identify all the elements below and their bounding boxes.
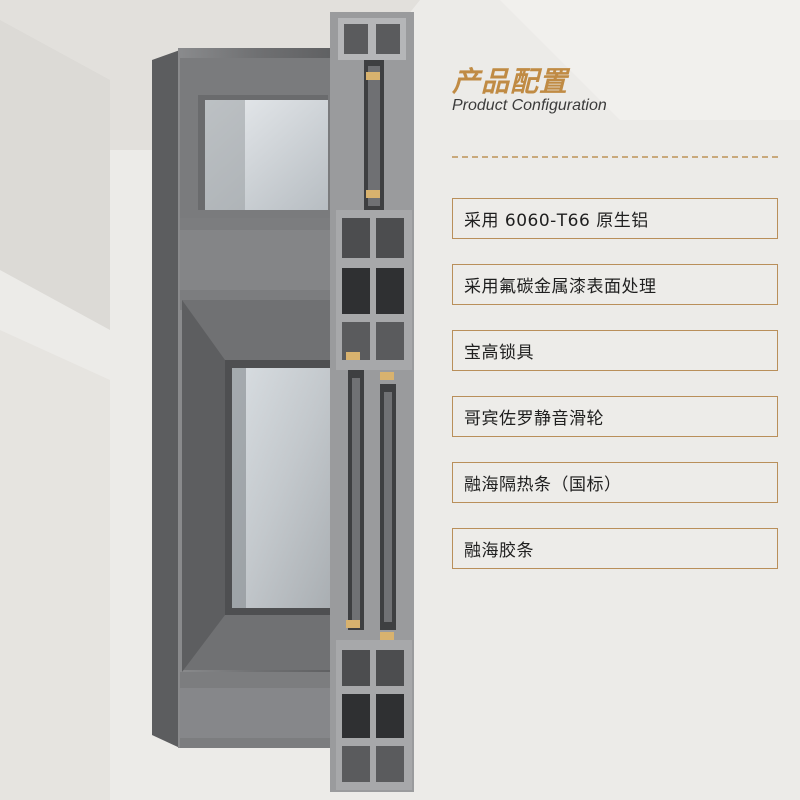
dashed-divider <box>452 156 778 158</box>
feature-item-coating: 采用氟碳金属漆表面处理 <box>452 264 778 305</box>
feature-item-aluminum: 采用 6060-T66 原生铝 <box>452 198 778 239</box>
feature-item-pulley: 哥宾佐罗静音滑轮 <box>452 396 778 437</box>
feature-list: 采用 6060-T66 原生铝 采用氟碳金属漆表面处理 宝高锁具 哥宾佐罗静音滑… <box>452 198 778 594</box>
feature-item-lock: 宝高锁具 <box>452 330 778 371</box>
page-subtitle: Product Configuration <box>452 97 607 114</box>
feature-label: 采用氟碳金属漆表面处理 <box>464 277 657 297</box>
feature-item-rubber-strip: 融海胶条 <box>452 528 778 569</box>
feature-label: 宝高锁具 <box>464 343 534 363</box>
page-title: 产品配置 <box>452 65 569 98</box>
feature-label: 融海胶条 <box>464 541 534 561</box>
feature-item-thermal-strip: 融海隔热条（国标） <box>452 462 778 503</box>
feature-label: 融海隔热条（国标） <box>464 475 622 495</box>
feature-label: 采用 6060-T66 原生铝 <box>464 211 649 231</box>
window-profile-image <box>152 12 414 792</box>
feature-label: 哥宾佐罗静音滑轮 <box>464 409 604 429</box>
